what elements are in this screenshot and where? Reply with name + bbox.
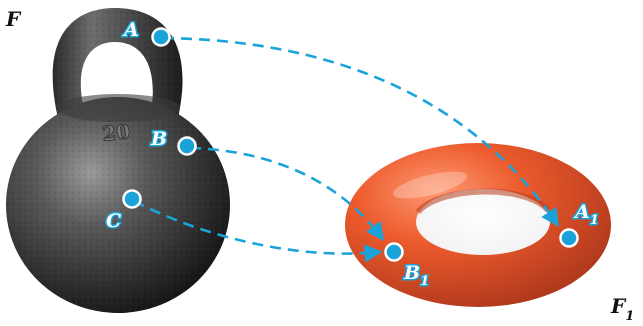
point-b1 [386, 244, 403, 261]
kettlebell-engraving: 20 [101, 119, 131, 146]
point-b [179, 138, 196, 155]
label-b: B [150, 128, 167, 150]
figure-label-f: F [5, 7, 22, 31]
label-c: C [106, 210, 121, 232]
point-a1 [561, 230, 578, 247]
point-c [124, 191, 141, 208]
point-a [153, 29, 170, 46]
kettlebell-image: 20 [6, 8, 230, 313]
figure-label-f1: F1 [610, 294, 634, 324]
label-a: A [122, 19, 139, 41]
torus-image [345, 143, 611, 307]
